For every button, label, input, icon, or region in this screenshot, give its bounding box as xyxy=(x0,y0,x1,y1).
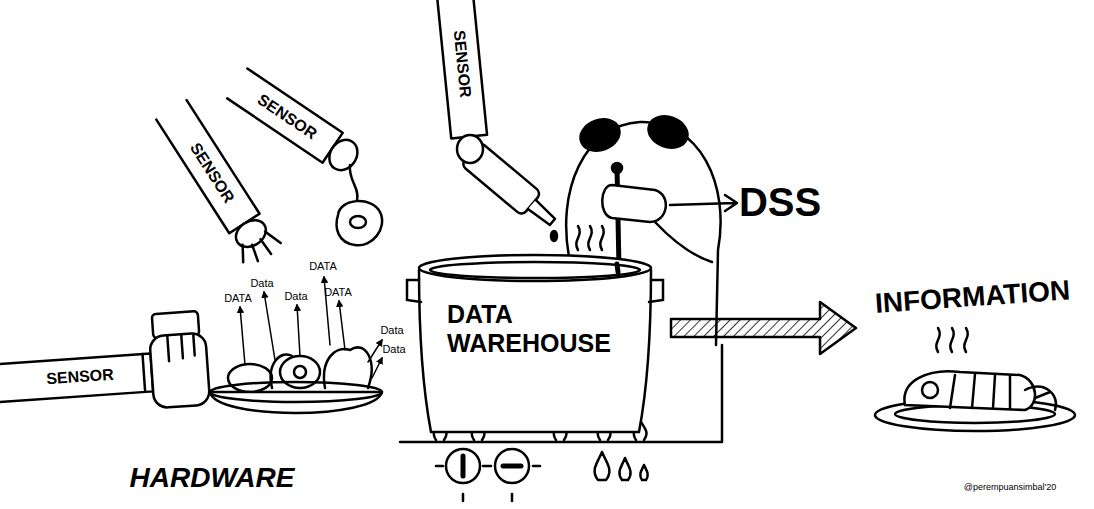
fist xyxy=(149,333,210,409)
pot-handles xyxy=(407,280,663,302)
arm-sleeve xyxy=(156,100,259,233)
data-arrows xyxy=(240,277,382,378)
bowl-rim xyxy=(210,382,382,402)
arm-sleeve xyxy=(227,69,342,163)
steak xyxy=(904,371,1035,410)
spoon-in-pot xyxy=(617,264,618,272)
data-arrow xyxy=(372,358,382,378)
shell-center xyxy=(350,216,366,228)
steam xyxy=(576,226,603,250)
bottle-neck xyxy=(528,200,556,227)
dss-label: DSS xyxy=(739,182,821,222)
knuckle-lines xyxy=(167,333,195,361)
data-label: DATA xyxy=(309,261,337,272)
data-arrow xyxy=(368,340,382,362)
drop xyxy=(551,231,557,241)
vegetable-core xyxy=(294,366,306,378)
stove-knob xyxy=(446,449,480,483)
arm-sleeve xyxy=(0,353,153,403)
stove-knob xyxy=(495,449,529,483)
sensor-arm xyxy=(227,69,364,178)
sensor-arm xyxy=(153,99,283,269)
sensor-label: SENSOR xyxy=(451,30,474,99)
data-label: DATA xyxy=(224,293,252,304)
dss-arrow xyxy=(670,195,737,211)
hardware-label: HARDWARE xyxy=(130,464,295,492)
string xyxy=(350,165,358,200)
sensor-arm xyxy=(0,311,210,421)
chef-hand xyxy=(602,185,666,222)
data-arrow xyxy=(297,305,300,356)
fist xyxy=(324,134,363,175)
data-label: Data xyxy=(380,325,403,336)
sensor-label: SENSOR xyxy=(187,140,237,206)
flame-icons xyxy=(595,452,648,480)
data-label: Data xyxy=(284,291,307,302)
knob-mark xyxy=(503,464,521,469)
spoon-knob xyxy=(612,163,622,173)
pot-body xyxy=(419,270,651,432)
data-arrow xyxy=(240,307,245,365)
data-arrow xyxy=(339,301,345,350)
node-title: DATA WAREHOUSE xyxy=(447,300,625,358)
shell xyxy=(337,201,383,245)
data-label: Data xyxy=(382,344,405,355)
hand xyxy=(457,135,483,163)
plate-node: INFORMATION xyxy=(860,280,1085,440)
bone xyxy=(922,382,938,398)
flow-arrow xyxy=(671,302,856,354)
data-label: Data xyxy=(250,278,273,289)
chef-ear xyxy=(576,114,624,156)
pot-rim xyxy=(419,255,651,281)
chef-arm xyxy=(655,222,712,262)
egg xyxy=(228,364,272,392)
arm-sleeve xyxy=(436,0,487,138)
watermark: @perempuansimbal'20 xyxy=(964,483,1056,492)
pot-node: DATA WAREHOUSE xyxy=(405,250,665,445)
knob-mark xyxy=(461,456,466,476)
data-arrow xyxy=(264,292,275,360)
sensor-arm xyxy=(436,0,487,138)
steam xyxy=(936,328,967,352)
steak-stripes xyxy=(950,374,1010,408)
chef-ear xyxy=(644,111,692,153)
pot-inner-rim xyxy=(430,262,640,278)
node-title: INFORMATION xyxy=(874,274,1071,320)
greens xyxy=(1025,387,1056,410)
knob-ticks xyxy=(436,466,540,501)
data-label: DATA xyxy=(324,287,352,298)
sensor-label: SENSOR xyxy=(255,91,320,142)
sensor-label: SENSOR xyxy=(46,367,115,388)
fingers xyxy=(235,227,283,269)
